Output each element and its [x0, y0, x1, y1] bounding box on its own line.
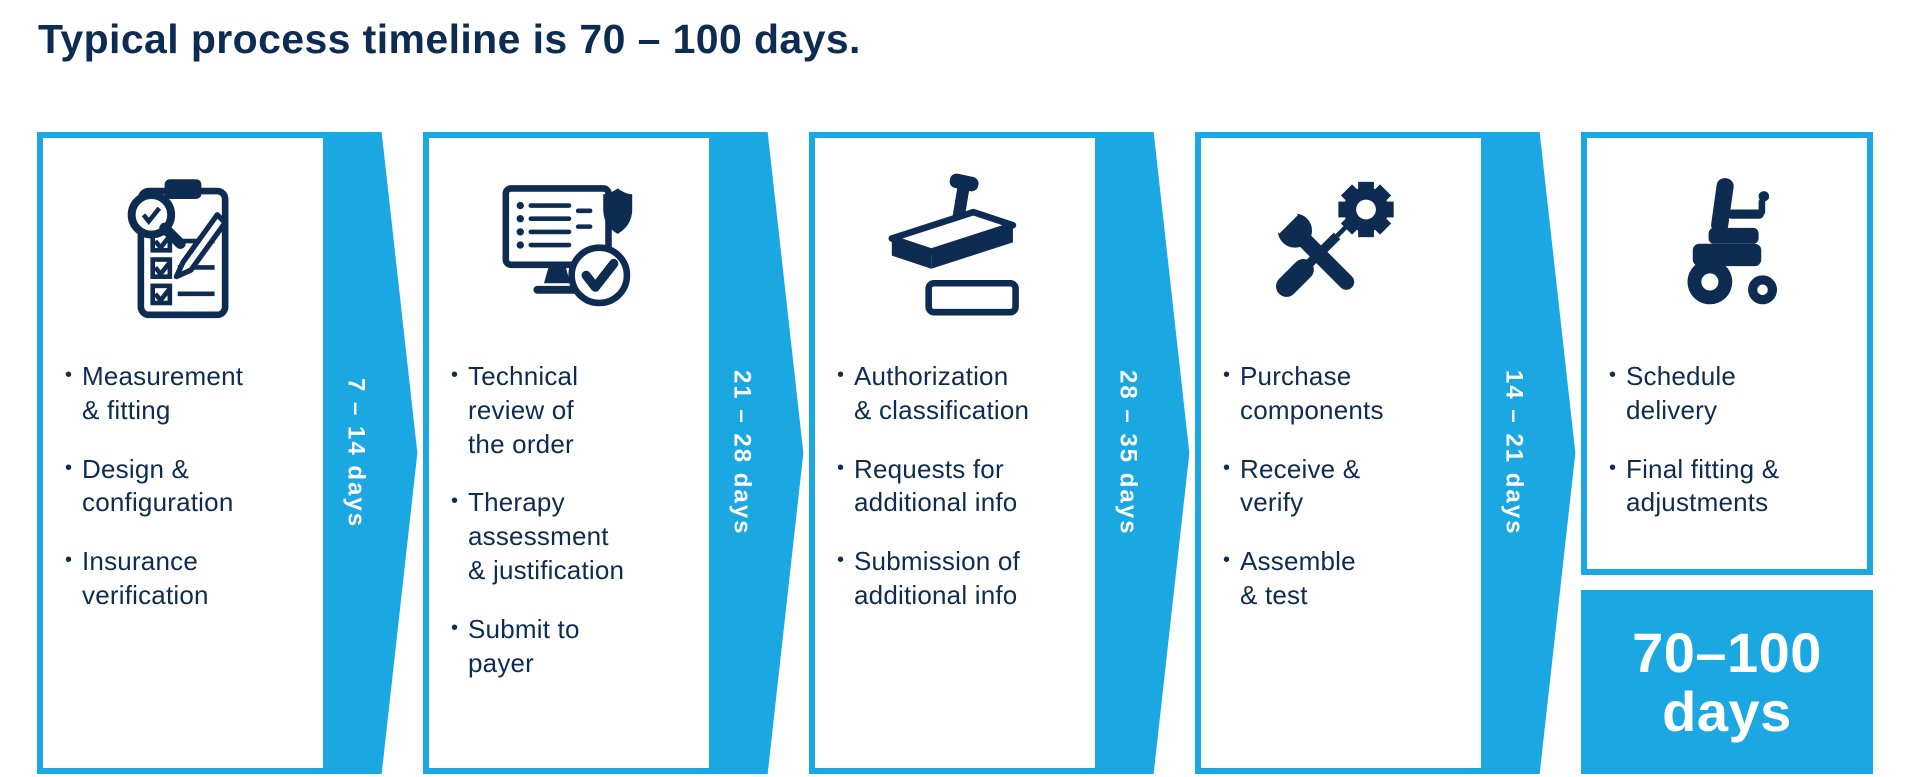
bullet-item: Submission of additional info [837, 545, 1073, 613]
stage-icon-wrap [1223, 164, 1459, 334]
duration-label: 7 – 14 days [342, 377, 370, 529]
bullet-item: Schedule delivery [1609, 360, 1845, 428]
bullet-item: Receive & verify [1223, 453, 1459, 521]
bullet-item: Assemble & test [1223, 545, 1459, 613]
stage-bullet-list: Purchase components Receive & verify Ass… [1223, 360, 1459, 613]
stage-icon-wrap [837, 164, 1073, 334]
stage-delivery-column: Schedule delivery Final fitting & adjust… [1581, 132, 1873, 774]
bullet-item: Authorization & classification [837, 360, 1073, 428]
bullet-item: Therapy assessment & justification [451, 486, 687, 587]
bullet-item: Final fitting & adjustments [1609, 453, 1845, 521]
stage-authorization: Authorization & classification Requests … [809, 132, 1101, 774]
duration-label: 21 – 28 days [728, 370, 756, 536]
bullet-item: Design & configuration [65, 453, 301, 521]
timeline: Measurement & fitting Design & configura… [37, 132, 1873, 774]
connector-stage3-stage4: 28 – 35 days [1101, 132, 1190, 774]
stage-delivery: Schedule delivery Final fitting & adjust… [1581, 132, 1873, 575]
connector-stage4-stage5: 14 – 21 days [1487, 132, 1576, 774]
duration-label: 28 – 35 days [1114, 370, 1142, 536]
power-wheelchair-icon [1687, 178, 1778, 305]
stage-assembly: Purchase components Receive & verify Ass… [1195, 132, 1487, 774]
clipboard-checklist-icon [127, 179, 229, 319]
connector-stage1-stage2: 7 – 14 days [329, 132, 418, 774]
stage-icon-wrap [1609, 164, 1845, 334]
stage-icon-wrap [65, 164, 301, 334]
order-review-icon [502, 185, 633, 307]
approval-stamp-icon [888, 173, 1019, 316]
bullet-item: Insurance verification [65, 545, 301, 613]
bullet-item: Purchase components [1223, 360, 1459, 428]
stage-bullet-list: Technical review of the order Therapy as… [451, 360, 687, 680]
bullet-item: Measurement & fitting [65, 360, 301, 428]
bullet-item: Requests for additional info [837, 453, 1073, 521]
duration-label: 14 – 21 days [1500, 370, 1528, 536]
stage-icon-wrap [451, 164, 687, 334]
total-duration-unit: days [1662, 680, 1792, 743]
total-duration-badge: 70–100 days [1581, 590, 1873, 774]
page-title: Typical process timeline is 70 – 100 day… [38, 16, 861, 62]
stage-order-review: Technical review of the order Therapy as… [423, 132, 715, 774]
connector-stage2-stage3: 21 – 28 days [715, 132, 804, 774]
assembly-tools-icon [1268, 181, 1394, 297]
stage-bullet-list: Authorization & classification Requests … [837, 360, 1073, 613]
total-duration-range: 70–100 [1632, 620, 1822, 684]
bullet-item: Submit to payer [451, 613, 687, 681]
bullet-item: Technical review of the order [451, 360, 687, 461]
stage-bullet-list: Schedule delivery Final fitting & adjust… [1609, 360, 1845, 520]
stage-bullet-list: Measurement & fitting Design & configura… [65, 360, 301, 613]
stage-measurement-design: Measurement & fitting Design & configura… [37, 132, 329, 774]
